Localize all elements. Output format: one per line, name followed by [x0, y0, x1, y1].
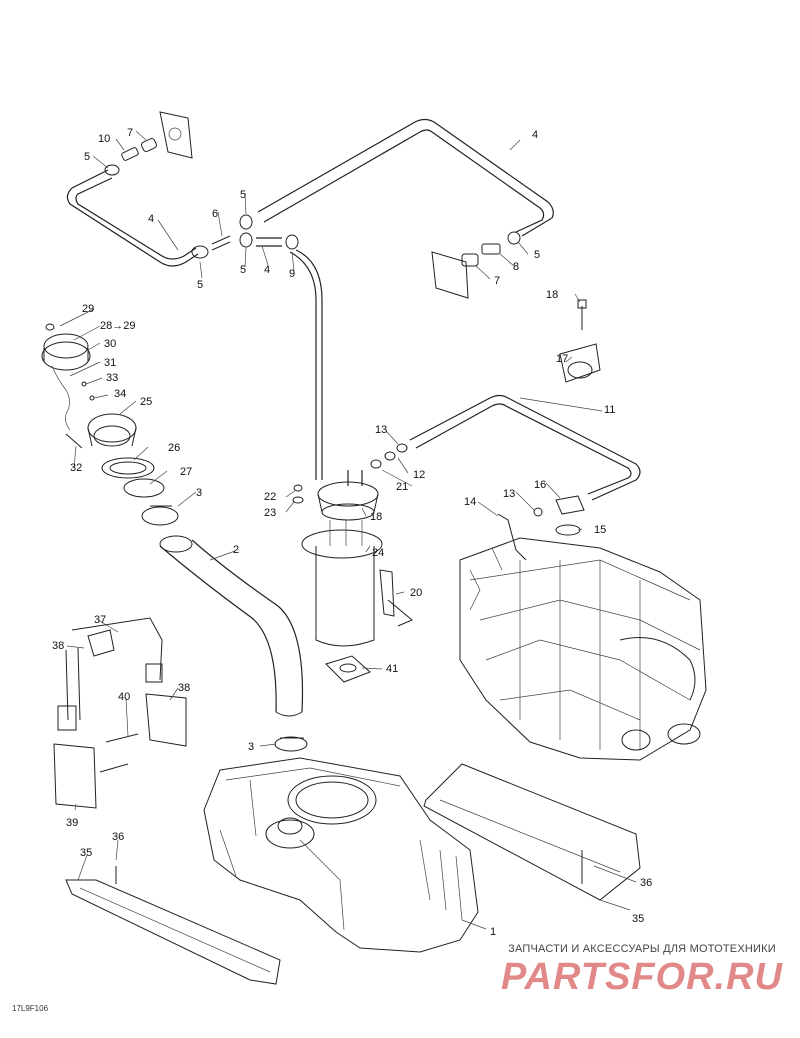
fuel-tank-part-1: [203, 757, 479, 953]
vent-hose-loop-part-4: [66, 118, 554, 267]
label-4c: 4: [264, 264, 270, 276]
fuel-pump-module: [292, 470, 413, 683]
label-6: 6: [212, 208, 218, 220]
label-31: 31: [104, 357, 116, 369]
label-28-29: 28→29: [100, 320, 135, 332]
label-29: 29: [82, 303, 94, 315]
label-40: 40: [118, 691, 130, 703]
label-5e: 5: [534, 249, 540, 261]
label-36a: 36: [112, 831, 124, 843]
label-39: 39: [66, 817, 78, 829]
label-22: 22: [264, 491, 276, 503]
label-7a: 7: [127, 127, 133, 139]
label-9: 9: [289, 268, 295, 280]
label-30: 30: [104, 338, 116, 350]
part-number-labels: 10 7 5 4 4 5 6 5 5 4 9 5 8 7 29 28→29 30…: [52, 127, 652, 938]
skid-plate-left-part-35: [65, 866, 281, 985]
label-20: 20: [410, 587, 422, 599]
label-5b: 5: [240, 189, 246, 201]
label-38b: 38: [178, 682, 190, 694]
clamp-part-17: [559, 299, 601, 383]
engine-illustration: [459, 537, 707, 761]
label-18b: 18: [370, 511, 382, 523]
tank-brackets-left: [53, 617, 187, 809]
label-12: 12: [413, 469, 425, 481]
label-27: 27: [180, 466, 192, 478]
label-36b: 36: [640, 877, 652, 889]
label-33: 33: [106, 372, 118, 384]
label-5c: 5: [240, 264, 246, 276]
filler-hose-part-2: [159, 535, 308, 752]
label-5d: 5: [197, 279, 203, 291]
label-38a: 38: [52, 640, 64, 652]
label-13b: 13: [503, 488, 515, 500]
label-17: 17: [556, 353, 568, 365]
label-2: 2: [233, 544, 239, 556]
label-7b: 7: [494, 275, 500, 287]
label-3b: 3: [248, 741, 254, 753]
label-21: 21: [396, 481, 408, 493]
label-16: 16: [534, 479, 546, 491]
label-5a: 5: [84, 151, 90, 163]
watermark-tagline: ЗАПЧАСТИ И АКСЕССУАРЫ ДЛЯ МОТОТЕХНИКИ: [508, 943, 776, 955]
label-14: 14: [464, 496, 476, 508]
vent-fittings-center: [191, 214, 299, 259]
label-26: 26: [168, 442, 180, 454]
label-11: 11: [604, 404, 615, 416]
engine-side-fittings: [497, 495, 585, 561]
vent-line-vertical: [295, 249, 323, 480]
label-37: 37: [94, 614, 106, 626]
label-15: 15: [594, 524, 606, 536]
label-34: 34: [114, 388, 126, 400]
label-4b: 4: [148, 213, 154, 225]
label-18a: 18: [546, 289, 558, 301]
fuel-supply-line-part-11: [370, 394, 641, 501]
leader-lines: [59, 130, 637, 930]
label-23: 23: [264, 507, 276, 519]
figure-code: 17L9F106: [12, 1004, 49, 1013]
vent-fittings-left: [104, 111, 193, 176]
label-41: 41: [386, 663, 398, 675]
label-32: 32: [70, 462, 82, 474]
label-24: 24: [372, 547, 384, 559]
label-10: 10: [98, 133, 110, 145]
label-35b: 35: [632, 913, 644, 925]
label-13a: 13: [375, 424, 387, 436]
label-25: 25: [140, 396, 152, 408]
label-1: 1: [490, 926, 496, 938]
watermark-logo: PARTSFOR.RU: [501, 956, 783, 998]
label-3a: 3: [196, 487, 202, 499]
label-8: 8: [513, 261, 519, 273]
vent-fittings-right: [431, 231, 521, 299]
filler-cap-assembly: [41, 323, 179, 526]
label-4a: 4: [532, 129, 538, 141]
skid-plate-right-part-35: [423, 763, 641, 901]
label-35a: 35: [80, 847, 92, 859]
